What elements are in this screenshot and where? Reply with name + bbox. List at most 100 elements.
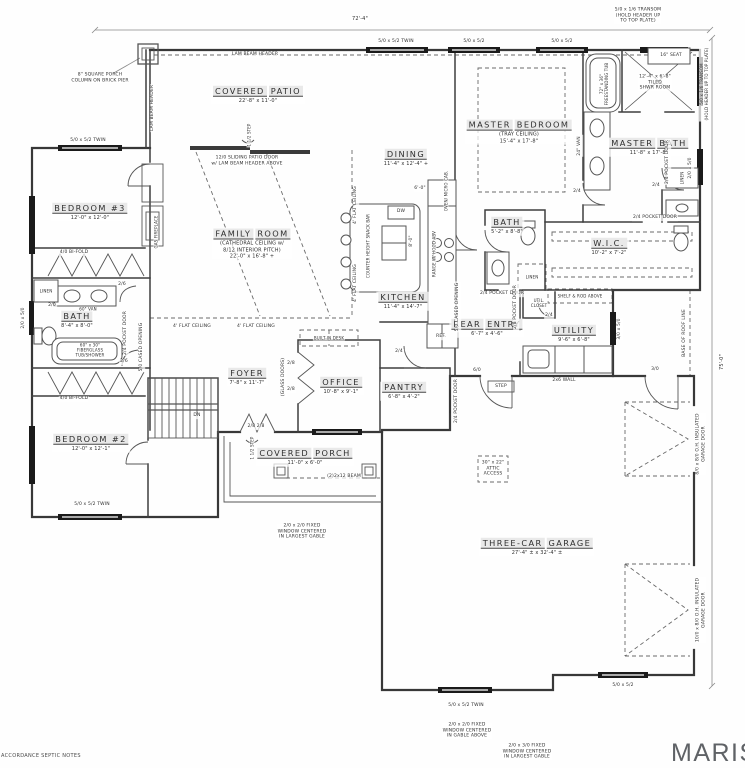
door-24-a: 2/4 xyxy=(572,189,582,195)
win-hallbath: 2/0 x 5/0 xyxy=(21,306,27,330)
door-hallbath-pocket: 2/4 POCKET DOOR xyxy=(123,310,129,356)
note-gas-fireplace: GAS FIREPLACE xyxy=(153,214,159,250)
door-20-a: 2/0 xyxy=(47,303,57,309)
door-rear-60: 6/0 xyxy=(472,368,482,374)
note-util-closet: UTIL.CLOSET xyxy=(529,298,549,308)
note-shower-seat: 16" SEAT xyxy=(659,53,683,59)
corner-note: ACCORDANCE SEPTIC NOTES xyxy=(1,753,81,759)
door-rear-pocket: 2/8 POCKET DOOR xyxy=(513,284,519,330)
door-26-b: 2/6 xyxy=(119,359,129,365)
note-beam: (2)2x12 BEAM xyxy=(326,474,362,480)
door-pantry-pocket: 2/4 POCKET DOOR xyxy=(454,378,460,424)
note-cased-opening-1: 5/0 CASED OPENING xyxy=(139,321,145,373)
note-linen-master: LINEN xyxy=(679,170,685,186)
note-transom-right: 5/0 x 1/6 TRANSOM(HOLD HEADER UP TO TOP … xyxy=(699,46,709,122)
ceil-flat-3: 4' FLAT CEILING xyxy=(353,185,359,225)
note-dw: DW xyxy=(395,209,407,215)
win-master-top-1: 5/0 x 5/2 xyxy=(462,39,486,45)
note-cased-opening-2: 5/0 CASED OPENING xyxy=(455,281,461,333)
maris-watermark: MARIS xyxy=(671,739,745,767)
note-freestanding-tub: 72" x 36"FREESTANDING TUB xyxy=(599,61,609,107)
note-lam-beam-left: LAM BEAM HEADER xyxy=(150,83,156,133)
door-hall-pocket: 2/4 POCKET DOOR xyxy=(479,291,525,297)
note-shelf-rod: SHELF & ROD ABOVE xyxy=(556,293,604,299)
note-step: STEP xyxy=(494,384,508,390)
door-26-a: 2/6 xyxy=(117,282,127,288)
win-garage-bottom-2: 5/0 x 5/2 xyxy=(611,683,635,689)
door-24-b: 2/4 xyxy=(651,183,661,189)
note-ref: REF. xyxy=(435,334,447,340)
win-master-top-2: 5/0 x 5/2 xyxy=(550,39,574,45)
door-28-a: 2/8 xyxy=(286,361,296,367)
note-oven-micro: OVEN/ MICRO CAB. xyxy=(443,169,449,213)
win-dining-top: 5/0 x 5/2 TWIN xyxy=(377,39,415,45)
win-bed2-bottom: 5/0 x 5/2 TWIN xyxy=(73,502,111,508)
note-linen-hall: LINEN xyxy=(38,288,54,294)
dim-overall-width: 72'-4" xyxy=(351,15,369,23)
note-bifold-1: 4/0 BI-FOLD xyxy=(58,250,90,256)
ceil-flat-4: 4' FLAT CEILING xyxy=(353,263,359,303)
note-step-patio: 1 1/2 STEP xyxy=(246,122,252,148)
room-wic: W.I.C.10'-2" x 7'-2" xyxy=(589,237,629,257)
win-master-right: 2/0 x 5/0 xyxy=(688,156,694,180)
door-mbath-pocket: 2/4 POCKET DOOR xyxy=(665,139,671,185)
door-garage-service: 3/0 xyxy=(650,367,660,373)
win-utility: 3/0 x 5/0 xyxy=(617,317,623,341)
note-van-60: 60" VAN xyxy=(78,306,98,312)
note-linen-wic: LINEN xyxy=(524,274,540,280)
note-lam-beam-top: LAM BEAM HEADER xyxy=(230,52,280,58)
door-28-b: 2/8 xyxy=(286,387,296,393)
door-24-d: 2/4 xyxy=(394,349,404,355)
note-built-in: BUILT-IN DESK xyxy=(312,335,346,341)
note-van-24: 24" VAN xyxy=(577,135,583,157)
dim-overall-height: 75'-0" xyxy=(718,353,726,371)
window-bar-highlights xyxy=(62,49,644,691)
note-bifold-2: 4/0 BI-FOLD xyxy=(58,396,90,402)
note-snack-bar: COUNTER HEIGHT SNACK BAR xyxy=(365,212,371,280)
note-roof-line: BASE OF ROOF LINE xyxy=(682,308,688,358)
note-dn: DN xyxy=(192,413,202,419)
win-bed3-top: 5/0 x 5/2 TWIN xyxy=(69,138,107,144)
door-24-c: 2/4 xyxy=(544,313,554,319)
ceil-flat-1: 4' FLAT CEILING xyxy=(172,324,212,330)
dim-8-0: 8'-0" xyxy=(409,234,415,248)
note-step-front: 1 1/2 STEP xyxy=(249,435,255,461)
win-garage-bottom-1: 5/0 x 5/2 TWIN xyxy=(447,703,485,709)
ceil-flat-2: 4' FLAT CEILING xyxy=(236,324,276,330)
dimension-lines xyxy=(91,26,716,690)
door-wic-pocket: 2/4 POCKET DOOR xyxy=(632,215,678,221)
door-28-pair: 2/8 2/8 xyxy=(246,424,266,430)
note-range-hood: RANGE W/ HOOD ABV xyxy=(431,229,437,279)
note-2x6-wall: 2x6 WALL xyxy=(551,378,577,384)
